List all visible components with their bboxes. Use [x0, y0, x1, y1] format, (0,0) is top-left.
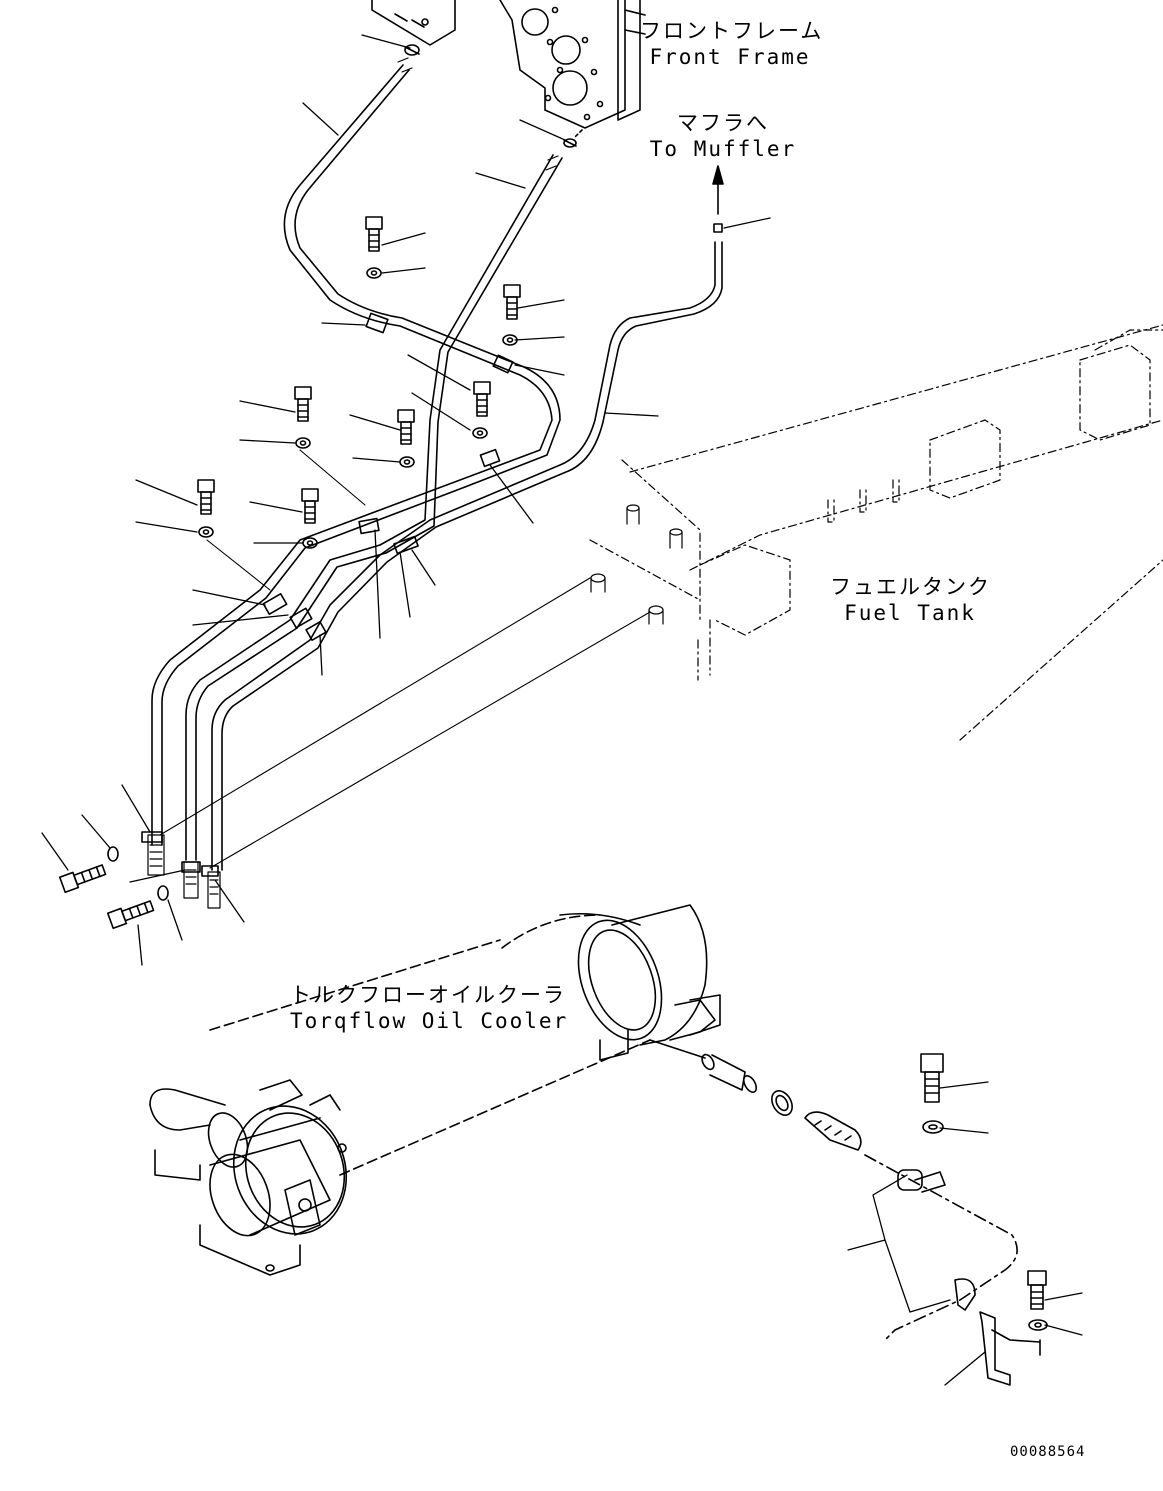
oil-cooler-label: トルクフローオイルクーラ Torqflow Oil Cooler: [290, 982, 569, 1034]
bolts-upper: [197, 216, 521, 549]
to-muffler-label: マフラへ To Muffler: [648, 110, 798, 162]
oil-cooler: [149, 904, 721, 1276]
reference-lines: [159, 449, 651, 869]
fuel-tank: [589, 324, 1163, 741]
cooler-hose-fittings: [649, 1039, 1041, 1386]
fuel-tank-label-jp: フュエルタンク: [830, 575, 991, 599]
fuel-tank-label: フュエルタンク Fuel Tank: [830, 574, 990, 626]
front-frame-label: フロントフレーム Front Frame: [640, 18, 824, 70]
pipes: [151, 64, 723, 871]
fuel-tank-label-en: Fuel Tank: [844, 601, 976, 625]
pipe-ends: [147, 57, 559, 909]
to-muffler-label-jp: マフラへ: [677, 111, 769, 135]
front-frame: [371, 0, 646, 129]
bolts-lower-right: [920, 1053, 1048, 1331]
oil-cooler-label-jp: トルクフローオイルクーラ: [290, 983, 566, 1007]
bolts-lower-left: [58, 846, 169, 930]
tank-bosses: [590, 504, 683, 625]
front-frame-label-en: Front Frame: [649, 45, 811, 69]
callout-leaders: [41, 34, 1083, 1386]
front-frame-label-jp: フロントフレーム: [640, 19, 824, 43]
top-fittings: [404, 44, 723, 233]
document-number: 00088564: [1010, 1444, 1086, 1460]
to-muffler-label-en: To Muffler: [649, 137, 797, 161]
oil-cooler-label-en: Torqflow Oil Cooler: [290, 1009, 569, 1033]
muffler-arrow: [712, 165, 724, 215]
pipe-clamps: [141, 312, 514, 877]
